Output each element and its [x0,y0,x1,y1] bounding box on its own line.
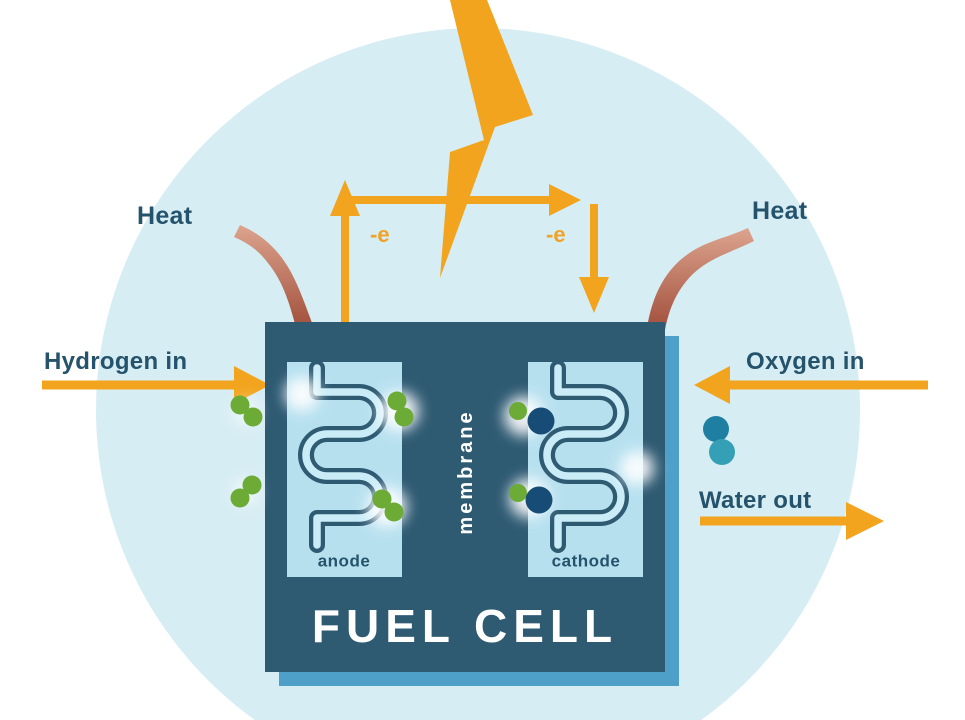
oxygen-in-arrow-icon [694,366,928,404]
hydrogen-in-label: Hydrogen in [44,348,188,375]
hydrogen-molecule-icon [230,475,262,508]
membrane-label: membrane [455,409,477,535]
electron-label-right: -e [546,222,566,247]
heat-label-left: Heat [137,202,193,230]
oxygen-in-label: Oxygen in [746,348,865,375]
cathode-channel-icon [539,360,629,553]
hydrogen-molecule-icon [387,391,414,427]
anode-label: anode [317,551,371,571]
glow [285,377,319,411]
cathode-molecules [509,402,555,514]
electron-label-left: -e [370,222,390,247]
fuel-cell-title: FUEL CELL [311,600,619,652]
hydrogen-molecule-icon [230,395,263,427]
hydrogen-in-arrow-icon [42,366,270,404]
electron-down-arrow-icon [579,204,609,313]
oxygen-molecule-icon [509,484,553,514]
water-out-label: Water out [699,487,812,514]
lightning-bolt-icon [440,0,533,278]
flow-arrows [42,366,928,540]
water-molecule-icon [703,416,735,465]
cathode-label: cathode [551,551,621,571]
water-out-arrow-icon [700,502,884,540]
heat-swoosh-left-icon [234,225,316,335]
glow [620,451,654,485]
hydrogen-molecule-icon [372,489,404,522]
oxygen-molecule-icon [509,402,555,435]
hydrogen-molecules [230,391,414,522]
heat-label-right: Heat [752,197,808,225]
